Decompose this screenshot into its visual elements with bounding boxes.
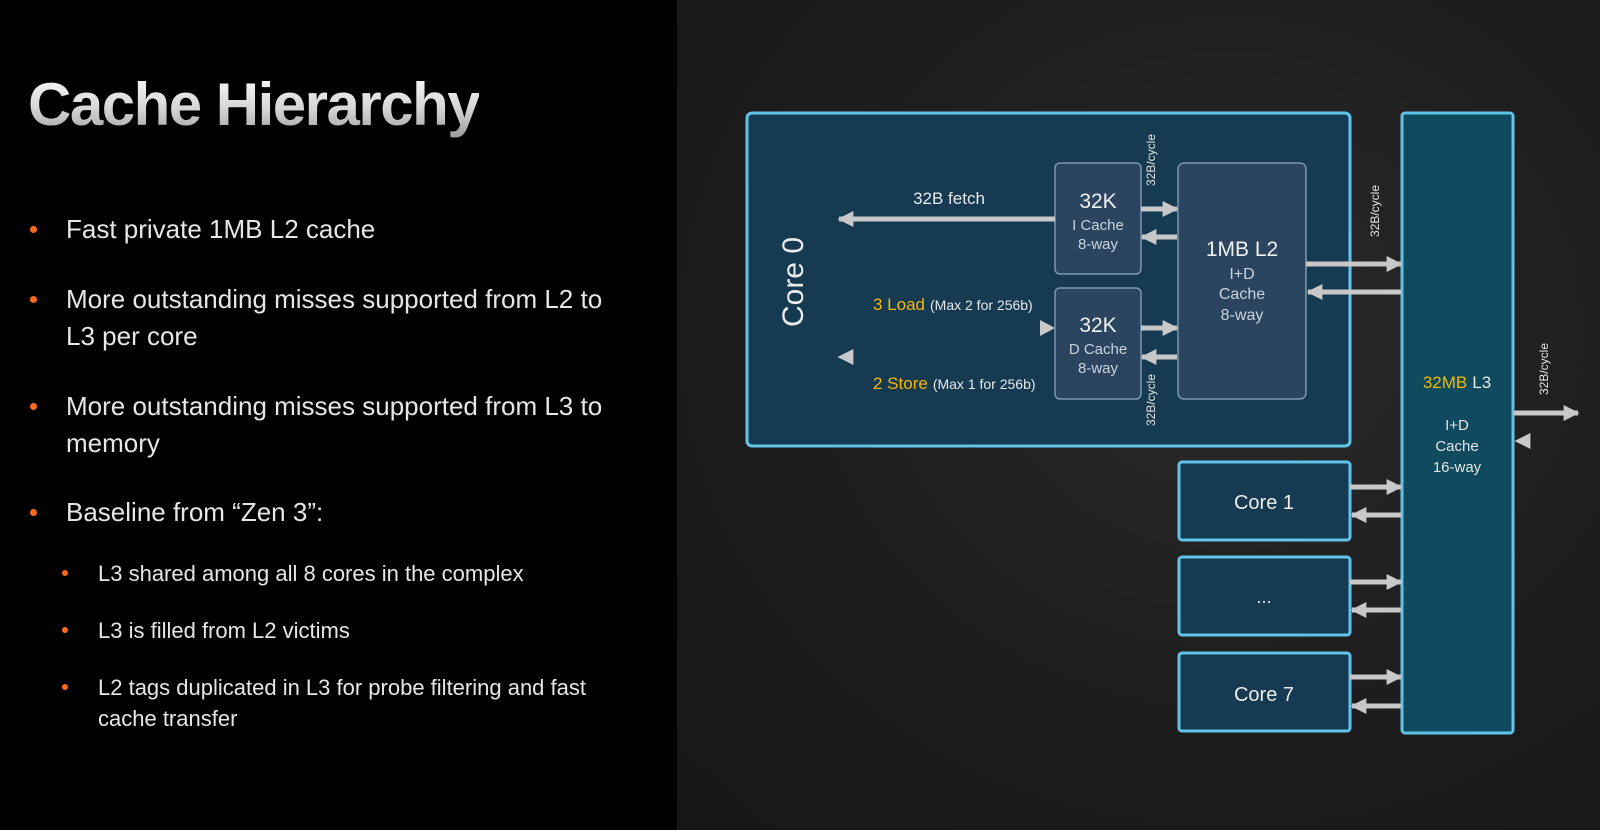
- core-ellipsis-box: [1177, 555, 1352, 637]
- bullet-item: Fast private 1MB L2 cache: [30, 211, 626, 248]
- icache-assoc: 8-way: [1078, 236, 1119, 253]
- bullet-dot-icon: [62, 684, 68, 690]
- sub-bullet-item: L2 tags duplicated in L3 for probe filte…: [62, 672, 618, 734]
- l2-size: 1MB L2: [1206, 238, 1278, 261]
- dcache-size: 32K: [1079, 314, 1116, 337]
- core1-box: [1177, 460, 1352, 542]
- fetch-label: 32B fetch: [913, 189, 985, 208]
- bullet-item: More outstanding misses supported from L…: [30, 388, 626, 462]
- bullet-dot-icon: [30, 403, 37, 410]
- bandwidth-label-dcache: 32B/cycle: [1144, 374, 1158, 426]
- l3-box: [1400, 111, 1515, 735]
- core0-label: Core 0: [777, 237, 810, 327]
- bullet-dot-icon: [30, 509, 37, 516]
- core-ellipsis-label: ...: [1256, 587, 1271, 607]
- core7-box: [1177, 651, 1352, 733]
- load-label: 3 Load(Max 2 for 256b): [873, 295, 1033, 314]
- bandwidth-label-icache: 32B/cycle: [1144, 134, 1158, 186]
- store-label: 2 Store(Max 1 for 256b): [873, 374, 1036, 393]
- dcache-assoc: 8-way: [1078, 360, 1119, 377]
- slide-title: Cache Hierarchy: [28, 71, 481, 138]
- l3-type: I+D: [1445, 417, 1469, 434]
- text-panel: [0, 0, 677, 830]
- icache-name: I Cache: [1072, 217, 1124, 234]
- sub-bullet-item: L3 is filled from L2 victims: [62, 615, 618, 646]
- bullet-dot-icon: [62, 627, 68, 633]
- dcache-name: D Cache: [1069, 341, 1127, 358]
- l2-assoc: 8-way: [1221, 307, 1264, 324]
- l2-name: Cache: [1219, 286, 1265, 303]
- bandwidth-label-l2: 32B/cycle: [1368, 185, 1382, 237]
- core7-label: Core 7: [1234, 684, 1294, 706]
- icache-size: 32K: [1079, 190, 1116, 213]
- l3-name: Cache: [1435, 438, 1478, 455]
- bullet-item: More outstanding misses supported from L…: [30, 281, 626, 355]
- l2-type: I+D: [1229, 266, 1254, 283]
- bullet-dot-icon: [62, 570, 68, 576]
- dcache-box: [1054, 287, 1142, 400]
- core1-label: Core 1: [1234, 492, 1294, 514]
- bullet-item: Baseline from “Zen 3”:: [30, 494, 626, 531]
- l3-assoc: 16-way: [1433, 459, 1482, 476]
- l2-box: [1177, 162, 1307, 400]
- bullet-dot-icon: [30, 296, 37, 303]
- bullet-dot-icon: [30, 226, 37, 233]
- load-arrowhead: [1040, 320, 1055, 336]
- bandwidth-label-memory: 32B/cycle: [1537, 343, 1551, 395]
- sub-bullet-item: L3 shared among all 8 cores in the compl…: [62, 558, 618, 589]
